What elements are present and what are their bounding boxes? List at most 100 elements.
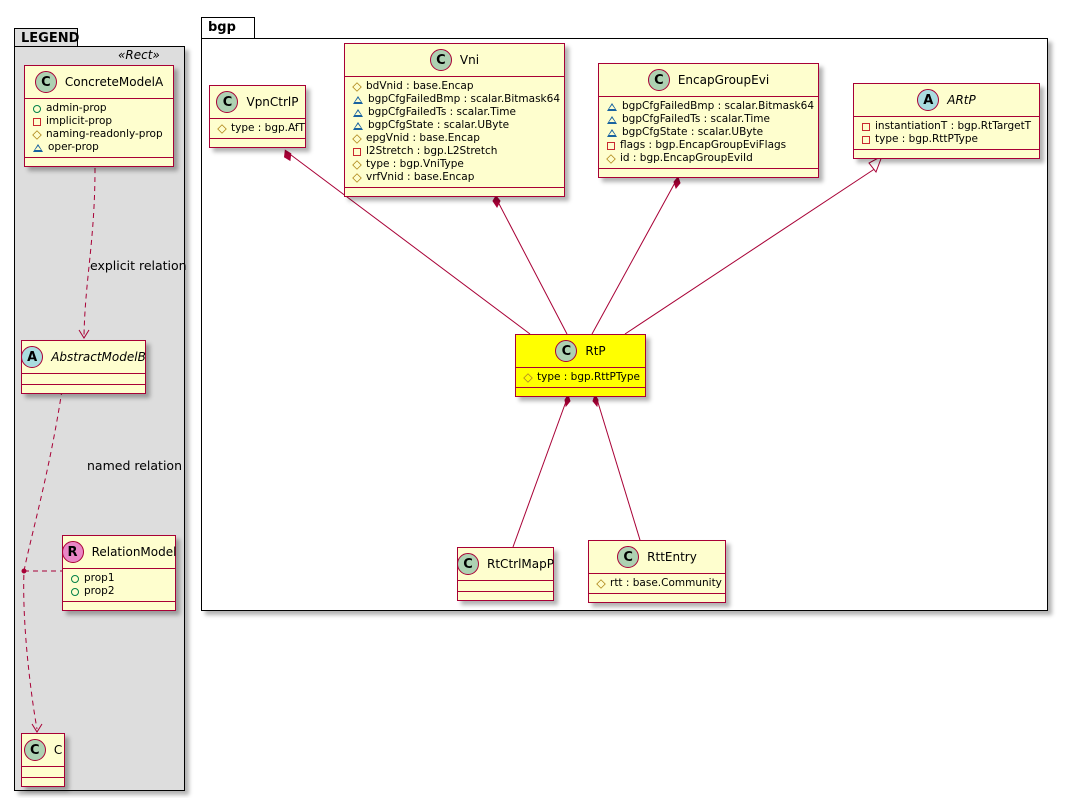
- package-visibility-icon: [353, 121, 363, 130]
- explicit-relation-label: explicit relation: [90, 258, 187, 273]
- class-name: VpnCtrlP: [246, 95, 299, 109]
- class-methods: [458, 592, 553, 600]
- protected-visibility-icon: [32, 129, 42, 140]
- attribute-text: admin-prop: [46, 102, 107, 114]
- class-kind-c-icon: C: [555, 340, 578, 362]
- attribute-text: implicit-prop: [46, 115, 113, 127]
- class-kind-c-icon: C: [429, 49, 452, 71]
- class-kind-r-icon: R: [61, 541, 84, 563]
- edge-explicit-relation: [83, 167, 96, 337]
- attribute-text: bdVnid : base.Encap: [366, 80, 474, 92]
- arrow-head-named: [31, 723, 43, 733]
- attribute: type : bgp.AfT: [217, 122, 305, 135]
- attribute-text: type : bgp.RttPType: [875, 133, 978, 145]
- class-attributes: type : bgp.RttPType: [516, 368, 645, 388]
- package-visibility-icon: [353, 108, 363, 117]
- attribute: flags : bgp.EncapGroupEviFlags: [607, 139, 812, 152]
- class-header: C RtP: [516, 335, 645, 368]
- attribute-text: bgpCfgFailedTs : scalar.Time: [368, 106, 516, 118]
- legend-package-tab: LEGEND: [14, 28, 79, 47]
- class-name: C: [53, 743, 63, 757]
- private-visibility-icon: [607, 141, 615, 150]
- attribute: prop2: [71, 585, 169, 598]
- attribute-text: vrfVnid : base.Encap: [366, 171, 475, 183]
- attribute: oper-prop: [33, 141, 167, 154]
- legend-package: [14, 46, 185, 791]
- class-attributes: [458, 581, 553, 592]
- attribute-text: type : bgp.AfT: [231, 122, 305, 134]
- class-methods: [589, 594, 725, 602]
- attribute: instantiationT : bgp.RtTargetT: [862, 120, 1033, 133]
- attribute-text: instantiationT : bgp.RtTargetT: [875, 120, 1032, 132]
- composition-diamond-vni: [492, 195, 501, 208]
- class-kind-c-icon: C: [457, 553, 480, 575]
- class-vpnctrlp[interactable]: C VpnCtrlP type : bgp.AfT: [209, 85, 306, 148]
- attribute: naming-readonly-prop: [32, 128, 167, 141]
- attribute-text: naming-readonly-prop: [46, 128, 163, 140]
- attribute-text: bgpCfgState : scalar.UByte: [368, 119, 510, 131]
- class-kind-c-icon: C: [617, 546, 640, 568]
- attribute: bgpCfgState : scalar.UByte: [353, 119, 558, 132]
- class-methods: [599, 169, 818, 177]
- class-name: AbstractModelB: [51, 350, 146, 364]
- private-visibility-icon: [862, 135, 870, 144]
- protected-visibility-icon: [217, 123, 227, 134]
- attribute: bgpCfgState : scalar.UByte: [607, 126, 812, 139]
- protected-visibility-icon: [523, 372, 533, 383]
- composition-diamond-rtp-1: [564, 393, 571, 408]
- attribute-text: id : bgp.EncapGroupEviId: [620, 152, 753, 164]
- class-name: RtP: [585, 344, 606, 358]
- class-kind-c-icon: C: [216, 91, 239, 113]
- class-methods: [345, 188, 564, 196]
- composition-diamond-vpnctrlp: [283, 149, 292, 162]
- class-methods: [210, 139, 305, 147]
- class-kind-c-icon: C: [23, 739, 46, 761]
- attribute: vrfVnid : base.Encap: [352, 171, 558, 184]
- attribute: prop1: [71, 572, 169, 585]
- class-kind-a-icon: A: [21, 346, 44, 368]
- class-rtctrlmapp[interactable]: C RtCtrlMapP: [457, 547, 554, 601]
- attribute-text: epgVnid : base.Encap: [366, 132, 480, 144]
- edge-vpnctrlp-rtp: [286, 151, 531, 335]
- attribute: epgVnid : base.Encap: [352, 132, 558, 145]
- class-name: RtCtrlMapP: [487, 557, 554, 571]
- class-attributes: [22, 767, 64, 778]
- class-methods: [22, 778, 64, 786]
- attribute: bgpCfgFailedBmp : scalar.Bitmask64: [607, 100, 814, 113]
- attribute-text: type : bgp.RttPType: [537, 371, 640, 383]
- attribute-text: prop2: [84, 585, 115, 597]
- package-visibility-icon: [607, 115, 617, 124]
- attribute: id : bgp.EncapGroupEviId: [606, 152, 812, 165]
- class-attributes: type : bgp.AfT: [210, 119, 305, 139]
- package-visibility-icon: [353, 95, 363, 104]
- protected-visibility-icon: [352, 81, 362, 92]
- protected-visibility-icon: [352, 159, 362, 170]
- attribute-text: bgpCfgFailedTs : scalar.Time: [622, 113, 770, 125]
- attribute: rtt : base.Community: [596, 577, 722, 590]
- edge-artp-rtp: [624, 167, 877, 335]
- class-header: C VpnCtrlP: [210, 86, 305, 119]
- class-rtp[interactable]: C RtP type : bgp.RttPType: [515, 334, 646, 397]
- class-abstractmodelb[interactable]: A AbstractModelB: [21, 340, 146, 394]
- class-kind-c-icon: C: [647, 69, 670, 91]
- class-attributes: [22, 374, 145, 385]
- attribute: implicit-prop: [33, 115, 167, 128]
- private-visibility-icon: [862, 122, 870, 131]
- composition-diamond-rtp-2: [592, 393, 599, 408]
- attribute-text: rtt : base.Community: [610, 577, 722, 589]
- public-visibility-icon: [71, 587, 79, 596]
- class-methods: [25, 158, 173, 166]
